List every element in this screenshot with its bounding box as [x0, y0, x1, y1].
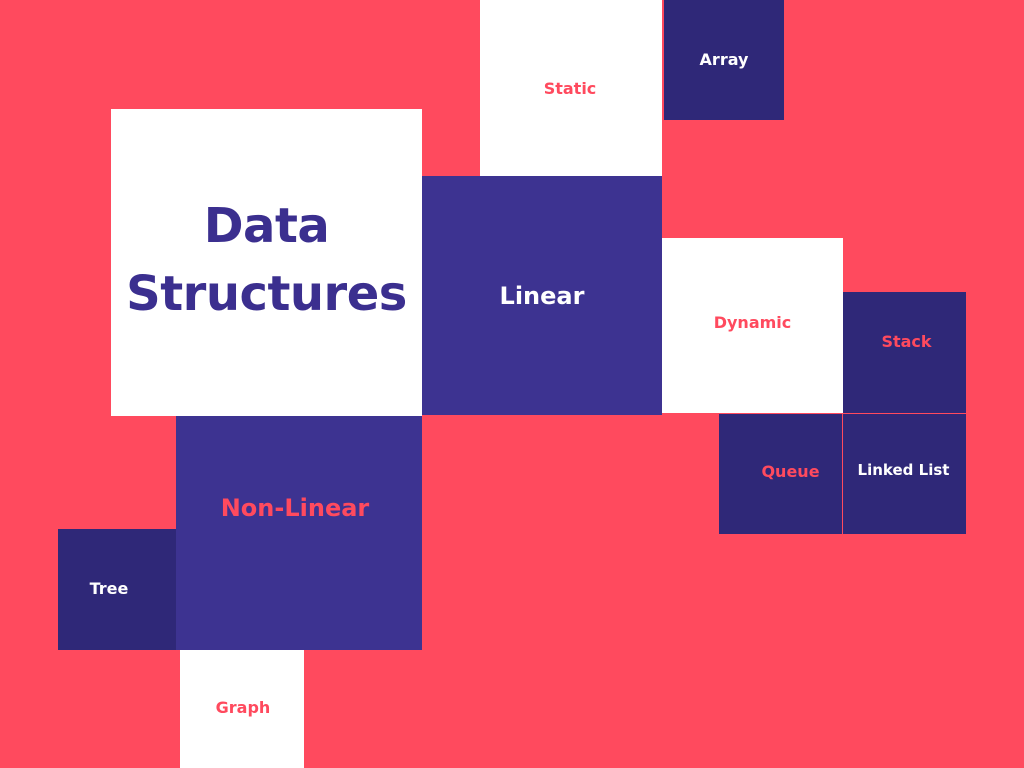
- linked-list-label: Linked List: [857, 461, 950, 479]
- linked-list-node: Linked List: [843, 414, 966, 534]
- array-label: Array: [699, 49, 749, 69]
- dynamic-node: Dynamic: [662, 238, 843, 413]
- stack-node: Stack: [843, 292, 966, 413]
- graph-node: Graph: [180, 650, 304, 768]
- non-linear-label: Non-Linear: [220, 494, 370, 522]
- tree-node: Tree: [58, 529, 176, 650]
- queue-node: Queue: [719, 414, 842, 534]
- linear-label: Linear: [499, 281, 585, 310]
- non-linear-node: Non-Linear: [176, 416, 422, 650]
- stack-label: Stack: [881, 332, 932, 351]
- array-node: Array: [664, 0, 784, 120]
- static-node: Static: [480, 0, 662, 176]
- graph-label: Graph: [215, 697, 271, 717]
- tree-label: Tree: [89, 579, 129, 598]
- title-node: Data Structures: [111, 109, 422, 416]
- diagram-title: Data Structures: [126, 197, 407, 322]
- linear-node: Linear: [422, 176, 662, 415]
- dynamic-label: Dynamic: [713, 313, 792, 332]
- queue-label: Queue: [761, 461, 820, 481]
- static-label: Static: [543, 78, 597, 98]
